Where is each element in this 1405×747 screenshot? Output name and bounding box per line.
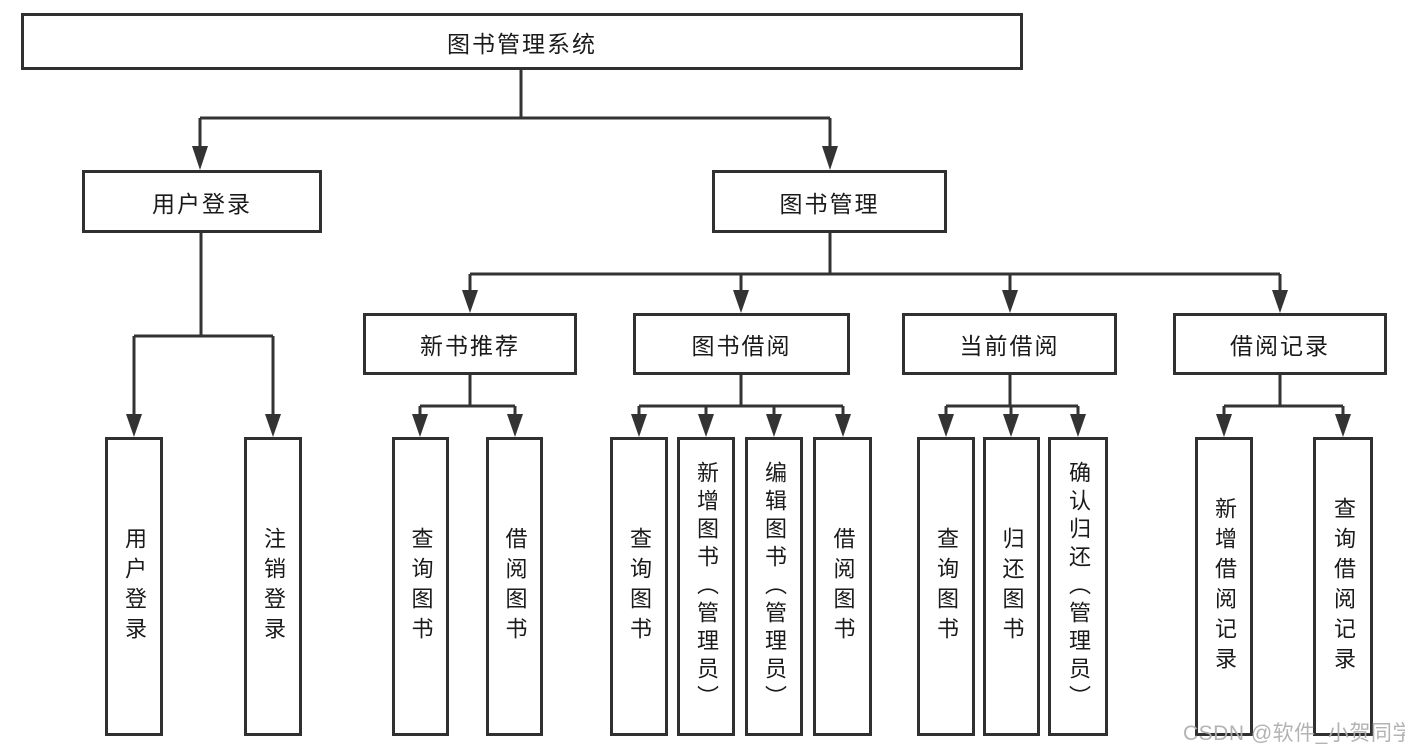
leaf-logout: 注销登录 xyxy=(244,437,302,736)
leaf-query-books-current: 查询图书 xyxy=(917,437,975,736)
leaf-confirm-return-admin: 确认归还（管理员） xyxy=(1048,437,1108,736)
leaf-edit-books-admin: 编辑图书（管理员） xyxy=(745,437,803,736)
leaf-query-books-recommend: 查询图书 xyxy=(392,437,449,736)
leaf-query-borrow-record: 查询借阅记录 xyxy=(1313,437,1373,736)
connector-book-management-to-level3 xyxy=(462,233,1288,313)
leaf-add-borrow-record: 新增借阅记录 xyxy=(1195,437,1253,736)
node-book-borrowing: 图书借阅 xyxy=(633,313,850,375)
connector-book-borrowing-to-leaves xyxy=(631,375,851,437)
node-book-management: 图书管理 xyxy=(712,170,947,233)
leaf-return-books: 归还图书 xyxy=(983,437,1040,736)
csdn-watermark: CSDN @软件_小贺同学 xyxy=(1183,722,1405,745)
node-root-library-system: 图书管理系统 xyxy=(21,13,1023,70)
node-current-borrowing: 当前借阅 xyxy=(902,313,1117,375)
connector-current-borrowing-to-leaves xyxy=(938,375,1086,437)
connector-new-book-recommend-to-leaves xyxy=(412,375,523,437)
leaf-user-login: 用户登录 xyxy=(105,437,163,736)
leaf-query-books-borrowing: 查询图书 xyxy=(610,437,668,736)
node-user-login: 用户登录 xyxy=(82,170,322,233)
connector-borrowing-records-to-leaves xyxy=(1216,375,1351,437)
leaf-add-books-admin: 新增图书（管理员） xyxy=(677,437,735,736)
node-borrowing-records: 借阅记录 xyxy=(1173,313,1387,375)
node-new-book-recommend: 新书推荐 xyxy=(363,313,577,375)
leaf-borrow-books-recommend: 借阅图书 xyxy=(486,437,543,736)
connector-root-to-level2 xyxy=(192,70,838,170)
connector-user-login-to-leaves xyxy=(126,233,281,437)
leaf-borrow-books: 借阅图书 xyxy=(813,437,872,736)
